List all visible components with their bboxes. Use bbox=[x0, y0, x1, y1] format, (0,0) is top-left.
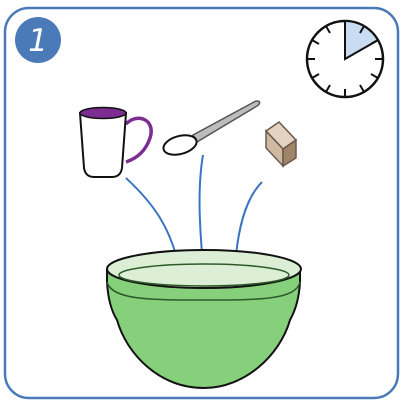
step-number: 1 bbox=[28, 23, 48, 59]
mixing-bowl-icon bbox=[107, 250, 301, 388]
step-number-badge: 1 bbox=[15, 17, 61, 63]
sugar-cube-icon bbox=[266, 122, 296, 166]
spoon-icon bbox=[161, 101, 259, 158]
mug-icon bbox=[80, 108, 151, 178]
clock-timer-icon bbox=[307, 21, 383, 97]
